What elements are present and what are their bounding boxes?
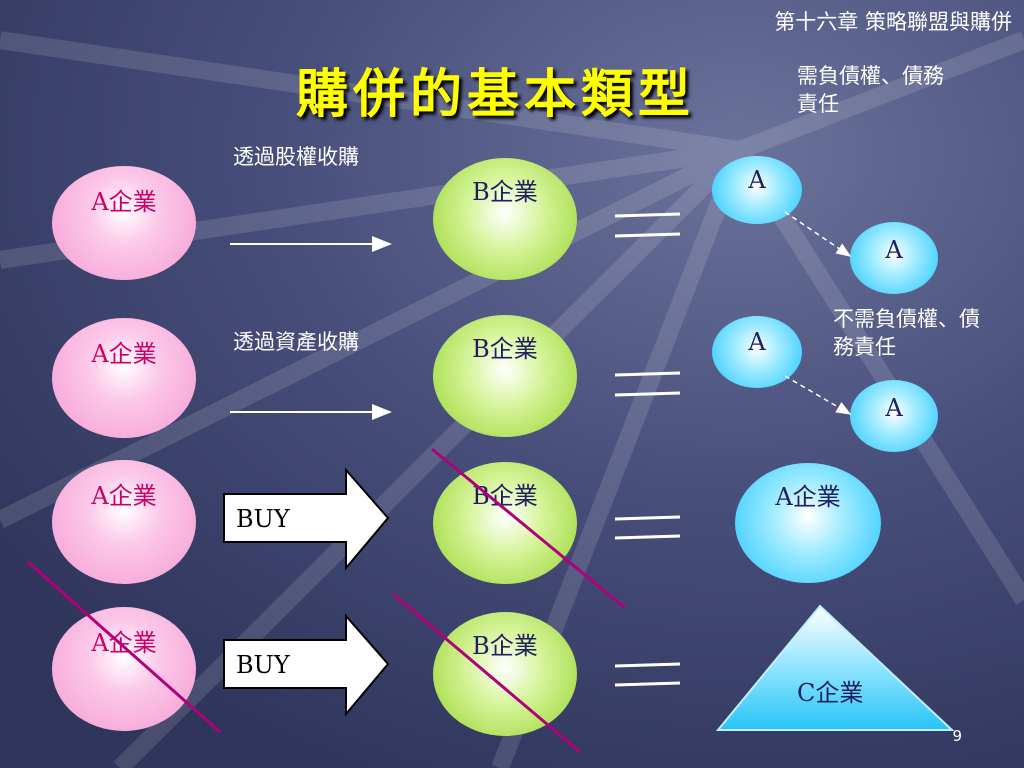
equals-icon — [614, 371, 681, 397]
company-label: A企業 — [91, 482, 157, 510]
company-c-label: C企業 — [797, 679, 864, 707]
slide-title: 購併的基本類型 — [296, 64, 696, 125]
dashed-arrow-icon — [784, 375, 852, 415]
child-company-node: A — [850, 380, 938, 452]
company-label: A企業 — [91, 340, 157, 368]
company-a-node: A企業 — [52, 318, 196, 438]
company-a-node: A企業 — [52, 607, 196, 731]
buy-label: BUY — [236, 505, 290, 533]
company-label: B企業 — [472, 632, 538, 660]
strike-line — [392, 592, 581, 754]
note-no-liability: 不需負債權、債 務責任 — [833, 305, 1023, 361]
company-a-node: A企業 — [52, 166, 196, 280]
note-line-1: 需負債權、債務 — [797, 64, 944, 88]
company-label: A — [885, 394, 903, 422]
company-b-node: B企業 — [433, 462, 577, 584]
page-number: 9 — [952, 727, 962, 745]
equals-icon — [614, 515, 681, 540]
company-b-node: B企業 — [433, 612, 577, 736]
company-label: A企業 — [91, 188, 157, 216]
merged-company-node: A企業 — [735, 463, 881, 583]
note-line-1: 不需負債權、債 — [833, 307, 980, 331]
equals-icon — [614, 662, 681, 687]
child-company-node: A — [850, 222, 938, 294]
note-line-2: 責任 — [797, 92, 839, 116]
company-label: A企業 — [91, 629, 157, 657]
company-c-triangle — [715, 604, 955, 731]
company-label: A — [748, 328, 766, 356]
company-b-node: B企業 — [433, 158, 577, 280]
buy-label: BUY — [236, 651, 290, 679]
company-b-node: B企業 — [433, 315, 577, 437]
company-label: A企業 — [775, 483, 841, 511]
company-label: A — [748, 166, 766, 194]
buy-arrow-shape — [223, 613, 390, 717]
company-label: A — [885, 236, 903, 264]
company-label: B企業 — [472, 482, 538, 510]
chapter-heading: 第十六章 策略聯盟與購併 — [774, 10, 1012, 34]
company-label: B企業 — [472, 335, 538, 363]
method-asset: 透過資產收購 — [233, 330, 359, 354]
note-need-liability: 需負債權、債務 責任 — [797, 62, 944, 118]
company-label: B企業 — [472, 178, 538, 206]
buy-arrow-shape — [223, 467, 390, 571]
equals-icon — [614, 212, 681, 238]
strike-line — [431, 447, 626, 610]
method-equity: 透過股權收購 — [233, 145, 359, 169]
strike-line — [27, 560, 221, 734]
company-a-node: A企業 — [52, 460, 196, 584]
parent-company-node: A — [712, 316, 802, 388]
dashed-arrow-icon — [784, 211, 852, 257]
note-line-2: 務責任 — [833, 335, 896, 359]
